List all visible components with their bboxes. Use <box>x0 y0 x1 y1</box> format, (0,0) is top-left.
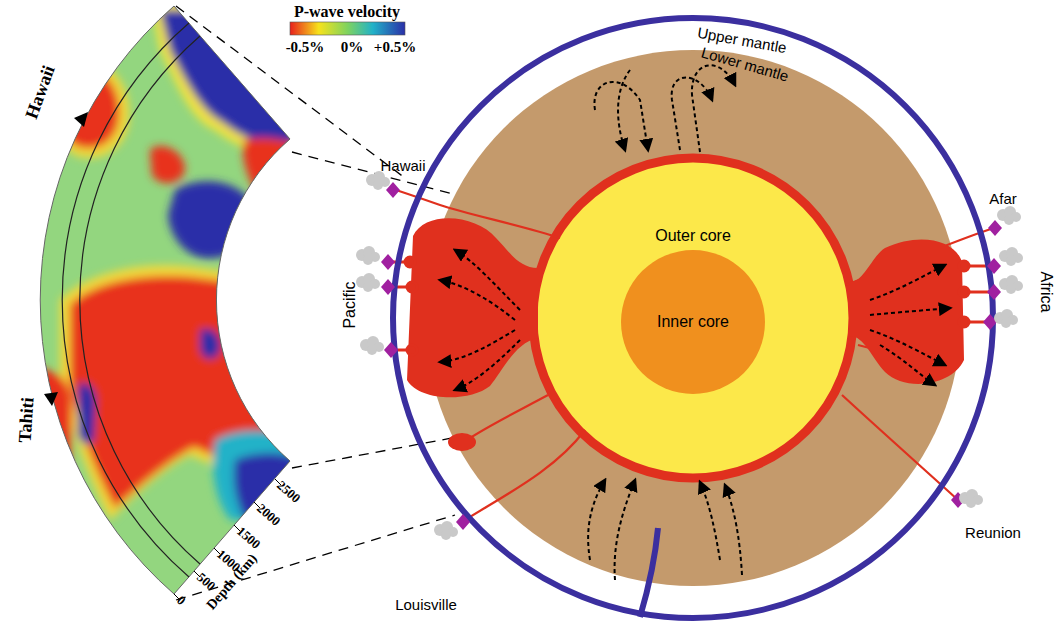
station-marker <box>44 392 58 406</box>
discontinuity-arc <box>80 36 200 564</box>
volcanic-plume-cloud <box>356 171 1023 540</box>
plume-head <box>448 433 476 451</box>
hotspot <box>381 182 1002 530</box>
colour-bar <box>290 22 405 35</box>
region-label: Outer core <box>655 228 731 244</box>
lithosphere <box>393 18 993 618</box>
plume-conduit <box>396 190 994 520</box>
depth-value: 2500 <box>275 478 303 505</box>
depth-value: 2000 <box>255 501 283 528</box>
outer-core <box>533 158 853 478</box>
pacific-superplume <box>407 218 538 397</box>
station-name: Tahiti <box>15 397 36 444</box>
core-region: Outer coreInner core <box>533 158 853 478</box>
depth-value: 500 <box>194 570 217 593</box>
hotspot-name: Hawaii <box>380 158 425 173</box>
region-name: Pacific <box>342 281 358 328</box>
region-label: Inner core <box>657 314 729 330</box>
colour-bar-value: 0% <box>341 40 364 55</box>
mantle-region: Lower mantleOuter coreInner core <box>425 50 961 586</box>
depth-value: 0 <box>174 593 187 607</box>
subducting-slab <box>640 528 658 617</box>
flow-arrow <box>440 65 950 580</box>
plume-branch <box>392 257 992 355</box>
depth-value: 1500 <box>235 524 263 551</box>
discontinuity-arc <box>62 23 189 577</box>
tomography-section <box>0 0 300 620</box>
colour-bar-value: +0.5% <box>374 40 416 55</box>
african-superplume <box>850 240 964 384</box>
inner-core <box>621 250 765 394</box>
hotspot-name: Louisville <box>395 597 457 612</box>
station-name: Hawaii <box>22 63 58 121</box>
region-name: Africa <box>1038 272 1054 313</box>
hotspot-name: Reunion <box>965 525 1021 540</box>
hotspot-name: Afar <box>989 191 1017 206</box>
station-marker <box>74 112 88 127</box>
colour-bar-value: -0.5% <box>286 40 325 55</box>
core-region: Inner core <box>621 250 765 394</box>
colour-bar-title: P-wave velocity <box>294 4 400 20</box>
